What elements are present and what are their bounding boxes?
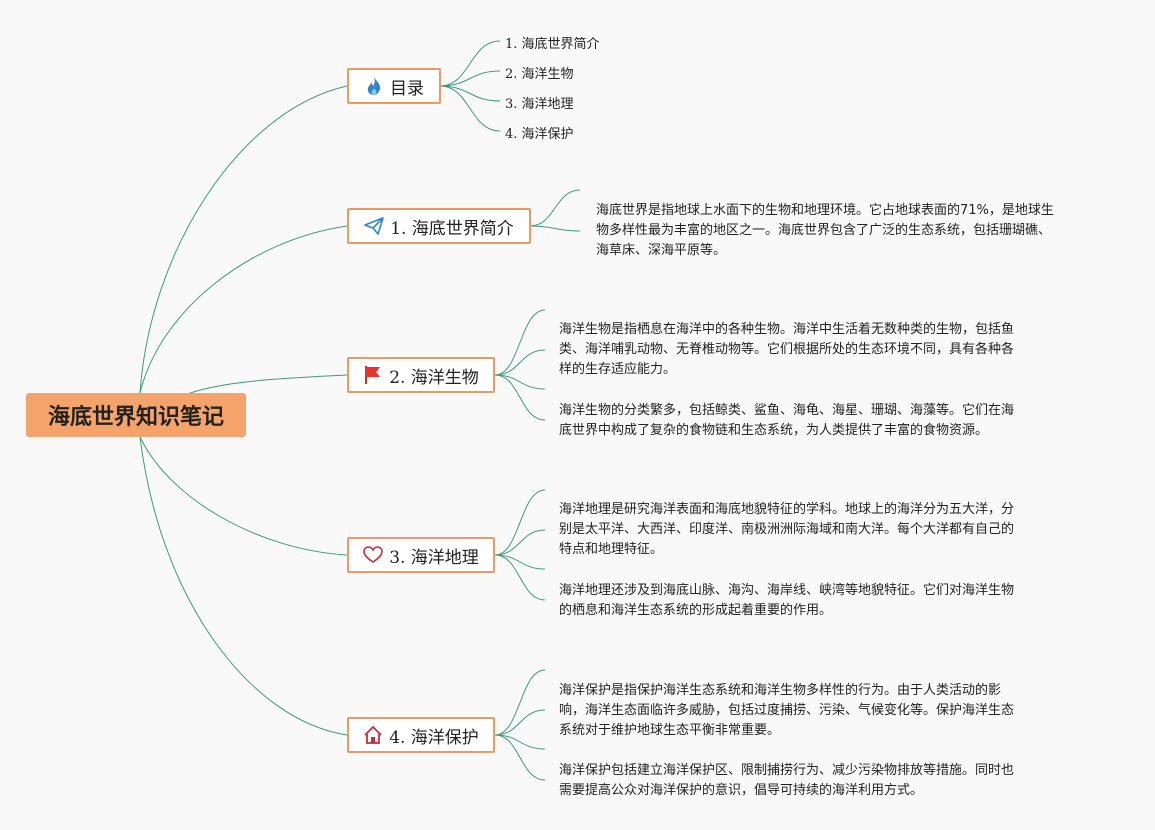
branch-toc-label: 目录 [390,78,424,99]
text-line: 物多样性最为丰富的地区之一。海底世界包含了广泛的生态系统，包括珊瑚礁、 [596,223,1052,238]
text-line: 系统对于维护地球生态平衡非常重要。 [559,723,781,738]
section-3-paragraph-1: 海洋地理是研究海洋表面和海底地貌特征的学科。地球上的海洋分为五大洋，分 别是太平… [559,500,1014,560]
text-line: 样的生存适应能力。 [559,362,677,377]
text-line: 底世界中构成了复杂的食物链和生态系统，为人类提供了丰富的食物资源。 [559,423,989,438]
branch-section-4[interactable]: 4. 海洋保护 [347,717,495,753]
section-1-paragraph: 海底世界是指地球上水面下的生物和地理环境。它占地球表面的71%，是地球生 物多样… [596,201,1054,261]
branch-section-2[interactable]: 2. 海洋生物 [347,357,495,393]
text-line: 海洋地理还涉及到海底山脉、海沟、海岸线、峡湾等地貌特征。它们对海洋生物 [559,583,1015,598]
text-line: 类、海洋哺乳动物、无脊椎动物等。它们根据所处的生态环境不同，具有各种各 [559,342,1015,357]
branch-section-3-label: 3. 海洋地理 [389,547,479,568]
home-icon [363,725,383,745]
branch-section-2-label: 2. 海洋生物 [389,367,479,388]
text-line: 海草床、深海平原等。 [596,243,727,258]
branch-toc[interactable]: 目录 [347,68,441,104]
text-line: 响，海洋生态面临许多威胁，包括过度捕捞、污染、气候变化等。保护海洋生态 [559,703,1015,718]
section-2-paragraph-1: 海洋生物是指栖息在海洋中的各种生物。海洋中生活着无数种类的生物，包括鱼 类、海洋… [559,320,1014,380]
section-2-paragraph-2: 海洋生物的分类繁多，包括鲸类、鲨鱼、海龟、海星、珊瑚、海藻等。它们在海 底世界中… [559,401,1014,441]
fire-icon [364,76,384,96]
toc-item-4[interactable]: 4. 海洋保护 [505,127,574,142]
paper-plane-icon [364,216,384,236]
text-line: 特点和地理特征。 [559,542,664,557]
text-line: 海洋生物是指栖息在海洋中的各种生物。海洋中生活着无数种类的生物，包括鱼 [559,322,1015,337]
red-flag-icon [363,365,383,385]
heart-icon [363,545,383,565]
root-topic[interactable]: 海底世界知识笔记 [26,393,246,437]
text-line: 别是太平洋、大西洋、印度洋、南极洲洲际海域和南大洋。每个大洋都有自己的 [559,522,1015,537]
root-title: 海底世界知识笔记 [47,405,224,430]
branch-section-1-label: 1. 海底世界简介 [390,218,514,239]
toc-item-2[interactable]: 2. 海洋生物 [505,67,574,82]
branch-section-3[interactable]: 3. 海洋地理 [347,537,495,573]
text-line: 海洋地理是研究海洋表面和海底地貌特征的学科。地球上的海洋分为五大洋，分 [559,502,1015,517]
text-line: 需要提高公众对海洋保护的意识，倡导可持续的海洋利用方式。 [559,783,924,798]
text-line: 海底世界是指地球上水面下的生物和地理环境。它占地球表面的71%，是地球生 [596,203,1054,218]
section-4-paragraph-2: 海洋保护包括建立海洋保护区、限制捕捞行为、减少污染物排放等措施。同时也 需要提高… [559,761,1014,801]
branch-section-4-label: 4. 海洋保护 [389,727,479,748]
toc-item-3[interactable]: 3. 海洋地理 [505,97,574,112]
branch-section-1[interactable]: 1. 海底世界简介 [347,208,531,244]
text-line: 海洋生物的分类繁多，包括鲸类、鲨鱼、海龟、海星、珊瑚、海藻等。它们在海 [559,403,1015,418]
toc-item-1[interactable]: 1. 海底世界简介 [505,37,600,52]
text-line: 的栖息和海洋生态系统的形成起着重要的作用。 [559,603,833,618]
text-line: 海洋保护包括建立海洋保护区、限制捕捞行为、减少污染物排放等措施。同时也 [559,763,1015,778]
section-4-paragraph-1: 海洋保护是指保护海洋生态系统和海洋生物多样性的行为。由于人类活动的影 响，海洋生… [559,681,1014,741]
section-3-paragraph-2: 海洋地理还涉及到海底山脉、海沟、海岸线、峡湾等地貌特征。它们对海洋生物 的栖息和… [559,581,1014,621]
text-line: 海洋保护是指保护海洋生态系统和海洋生物多样性的行为。由于人类活动的影 [559,683,1002,698]
